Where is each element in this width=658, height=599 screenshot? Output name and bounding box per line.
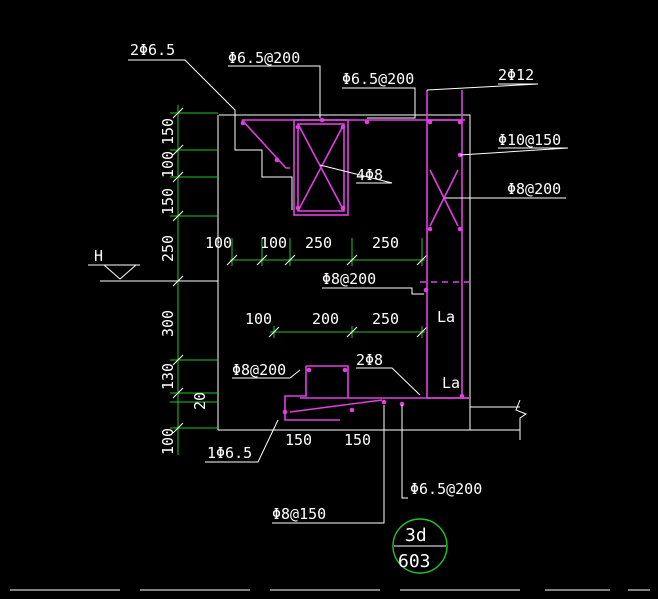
detail-tag-top: 3d — [405, 525, 427, 546]
label-phi8-at200-right: Φ8@200 — [507, 180, 561, 198]
leader-lines — [128, 59, 569, 524]
horizontal-dimension-upper: 100 100 250 250 — [205, 234, 428, 266]
dim-h100b: 100 — [260, 234, 287, 252]
label-2phi65: 2Φ6.5 — [130, 41, 175, 59]
rebar-cage — [241, 90, 470, 421]
dim-v20: 20 — [191, 392, 209, 410]
vertical-dimension-chain — [170, 105, 218, 455]
dim-v150a: 150 — [159, 118, 177, 145]
label-la-lower: La — [442, 374, 460, 392]
dim-h250c: 250 — [372, 310, 399, 328]
vertical-dimension-labels: 150 100 150 250 300 130 20 100 — [159, 118, 209, 455]
rebar-labels: 2Φ6.5 Φ6.5@200 Φ6.5@200 2Φ12 Φ10@150 4Φ8… — [130, 41, 561, 523]
dim-h150a: 150 — [285, 431, 312, 449]
label-phi8-at200-center: Φ8@200 — [322, 270, 376, 288]
label-phi65-at200-bottom: Φ6.5@200 — [410, 480, 482, 498]
dim-h250a: 250 — [305, 234, 332, 252]
level-marker: H — [88, 247, 218, 282]
dim-v250: 250 — [159, 235, 177, 262]
dim-v130: 130 — [159, 363, 177, 390]
label-2phi8: 2Φ8 — [356, 351, 383, 369]
label-phi65-at200-mid: Φ6.5@200 — [342, 70, 414, 88]
label-phi8-at150: Φ8@150 — [272, 505, 326, 523]
label-phi10-at150: Φ10@150 — [498, 131, 561, 149]
horizontal-dimension-middle: 100 200 250 — [245, 310, 428, 338]
label-4phi8: 4Φ8 — [356, 166, 383, 184]
rebar-dots — [240, 117, 465, 415]
label-phi8-at200-lower: Φ8@200 — [232, 361, 286, 379]
dim-h250b: 250 — [372, 234, 399, 252]
label-phi65-at200-top: Φ6.5@200 — [228, 49, 300, 67]
dim-v100b: 100 — [159, 428, 177, 455]
label-1phi65: 1Φ6.5 — [207, 444, 252, 462]
dim-v100a: 100 — [159, 151, 177, 178]
detail-tag-bottom: 603 — [398, 551, 431, 572]
detail-tag: 3d 603 — [392, 518, 448, 574]
dim-h150b: 150 — [344, 431, 371, 449]
level-h-label: H — [94, 247, 103, 265]
label-2phi12: 2Φ12 — [498, 66, 534, 84]
concrete-outline — [217, 114, 528, 440]
label-la-upper: La — [437, 308, 455, 326]
dim-h100a: 100 — [205, 234, 232, 252]
dim-h200: 200 — [312, 310, 339, 328]
dim-v300: 300 — [159, 310, 177, 337]
dim-v150b: 150 — [159, 188, 177, 215]
dim-h100c: 100 — [245, 310, 272, 328]
